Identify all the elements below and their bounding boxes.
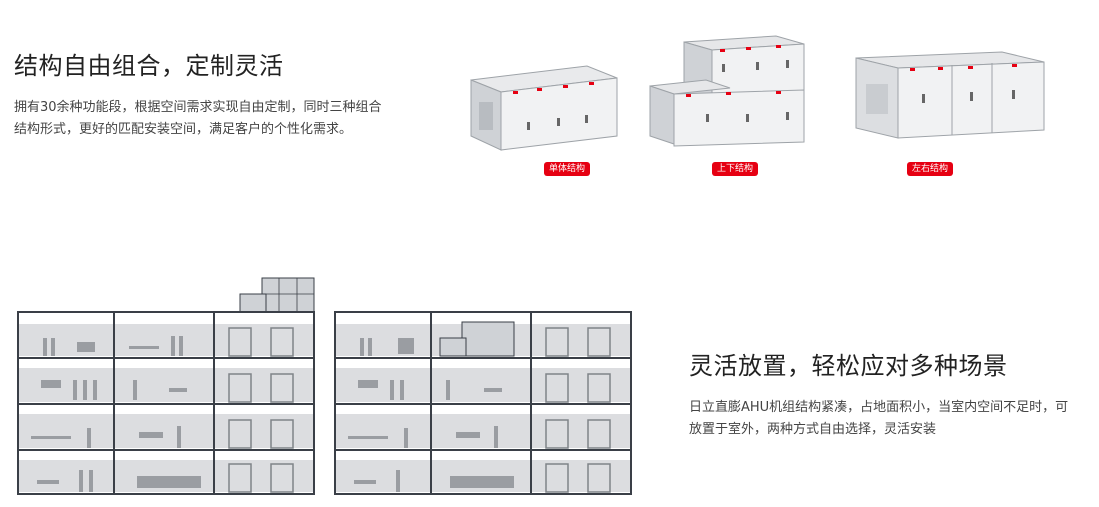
section2-title: 灵活放置，轻松应对多种场景 bbox=[689, 352, 1008, 380]
section1-title: 结构自由组合，定制灵活 bbox=[14, 52, 284, 80]
section1-description: 拥有30余种功能段，根据空间需求实现自由定制，同时三种组合结构形式，更好的匹配安… bbox=[14, 100, 382, 137]
single-unit-ahu-icon bbox=[470, 65, 618, 151]
stacked-unit-ahu-icon bbox=[649, 35, 805, 147]
unit-label-side-by-side: 左右结构 bbox=[907, 162, 954, 176]
building-rooftop-install-icon bbox=[17, 277, 315, 495]
side-by-side-unit-ahu-icon bbox=[855, 51, 1045, 139]
section2-description: 日立直膨AHU机组结构紧凑，占地面积小，当室内空间不足时，可放置于室外，两种方式… bbox=[689, 400, 1069, 437]
building-indoor-install-icon bbox=[334, 311, 632, 495]
unit-label-single: 单体结构 bbox=[544, 162, 591, 176]
unit-label-stacked: 上下结构 bbox=[712, 162, 759, 176]
